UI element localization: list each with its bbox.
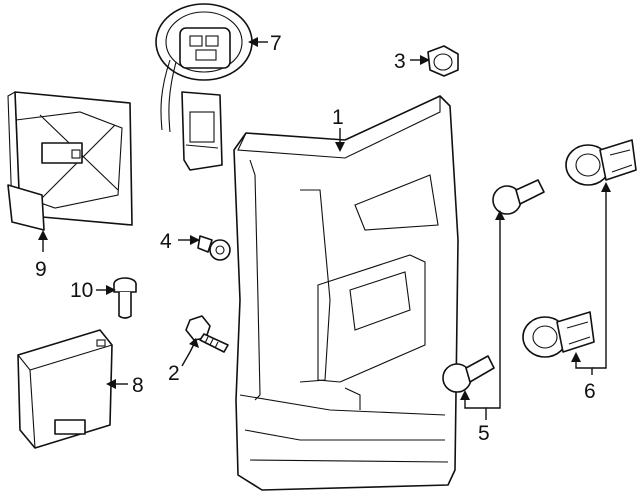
leader-lines — [38, 37, 611, 420]
part-bulb-upper[interactable] — [492, 179, 545, 215]
part-control-module[interactable] — [17, 329, 113, 449]
callout-8: 8 — [132, 374, 144, 397]
callout-6: 6 — [584, 380, 596, 403]
part-tail-lamp-assembly[interactable] — [233, 95, 459, 491]
part-screw[interactable] — [185, 315, 229, 353]
callout-4: 4 — [160, 230, 172, 253]
part-socket-lower[interactable] — [522, 311, 595, 358]
callout-1: 1 — [332, 106, 344, 129]
part-socket-pigtail[interactable] — [155, 3, 253, 171]
part-bolt-flange[interactable] — [113, 277, 137, 319]
callout-9: 9 — [35, 258, 47, 281]
part-mounting-bracket[interactable] — [7, 91, 133, 231]
part-bulb-lower[interactable] — [442, 355, 495, 393]
callout-10: 10 — [70, 279, 93, 302]
callout-2: 2 — [168, 362, 180, 385]
part-socket-upper[interactable] — [565, 139, 637, 186]
callout-labels: 1 2 3 4 5 6 7 8 9 10 — [35, 32, 596, 445]
callout-3: 3 — [394, 50, 406, 73]
part-push-nut[interactable] — [427, 45, 459, 77]
callout-5: 5 — [478, 422, 490, 445]
callout-7: 7 — [270, 32, 282, 55]
part-bolt-small[interactable] — [197, 235, 231, 261]
